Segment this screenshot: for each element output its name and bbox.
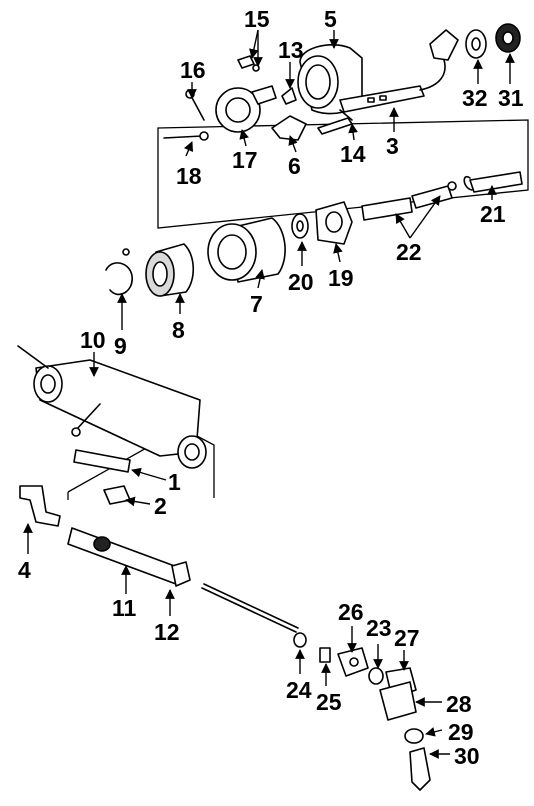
part-13-pin — [281, 87, 297, 105]
callout-17: 17 — [232, 147, 258, 173]
part-3-rod — [339, 59, 446, 113]
upper-assembly-frame — [157, 119, 529, 229]
callout-22: 22 — [396, 239, 422, 265]
callout-21: 21 — [480, 201, 506, 227]
leader-lines — [23, 29, 515, 759]
part-30-yoke — [409, 747, 431, 791]
callout-4: 4 — [18, 557, 31, 583]
callout-27: 27 — [394, 625, 420, 651]
part-32-washer — [465, 29, 487, 59]
part-4-bracket — [19, 485, 61, 527]
part-9-clip — [105, 248, 133, 296]
callout-11: 11 — [112, 595, 137, 621]
part-18-pin — [163, 131, 209, 141]
part-15-screws — [237, 55, 260, 72]
callout-13: 13 — [278, 37, 304, 63]
part-23-ring — [368, 667, 384, 685]
lever-cap — [429, 29, 459, 61]
callout-18: 18 — [176, 163, 202, 189]
part-17-switch — [215, 85, 277, 133]
part-10-column — [17, 345, 201, 457]
part-7-sleeve — [207, 217, 286, 283]
part-6-bracket — [271, 115, 307, 141]
callout-8: 8 — [172, 317, 185, 343]
callout-19: 19 — [328, 265, 354, 291]
part-28-housing — [379, 681, 417, 721]
part-1-strap — [73, 449, 131, 473]
callout-12: 12 — [154, 619, 180, 645]
callout-23: 23 — [366, 615, 392, 641]
callout-28: 28 — [446, 691, 472, 717]
callout-25: 25 — [316, 689, 342, 715]
callout-20: 20 — [288, 269, 314, 295]
part-24-nut — [293, 632, 307, 648]
part-8-ring — [145, 243, 195, 297]
callout-31: 31 — [498, 85, 524, 111]
callout-26: 26 — [338, 599, 364, 625]
callout-30: 30 — [454, 743, 480, 769]
part-20-washer — [291, 213, 309, 239]
part-19-block — [315, 201, 353, 245]
part-31-knob — [495, 23, 521, 53]
callout-15: 15 — [244, 6, 270, 32]
part-25-bolt — [319, 647, 331, 663]
callout-1: 1 — [168, 469, 181, 495]
part-5-housing — [297, 44, 363, 115]
callout-16: 16 — [180, 57, 206, 83]
callout-9: 9 — [114, 333, 127, 359]
callout-6: 6 — [288, 153, 301, 179]
part-26-joint — [337, 647, 369, 677]
callout-24: 24 — [286, 677, 312, 703]
part-2-clip — [103, 485, 131, 505]
callout-29: 29 — [448, 719, 474, 745]
long-shaft — [201, 583, 299, 633]
part-22-shaft — [361, 181, 457, 221]
callout-32: 32 — [462, 85, 488, 111]
part-11-tube — [67, 527, 181, 585]
callout-labels: 15 5 13 16 32 31 14 3 17 6 18 21 22 20 1… — [18, 6, 524, 769]
callout-7: 7 — [250, 291, 263, 317]
part-16-screw — [185, 89, 205, 121]
callout-2: 2 — [154, 493, 167, 519]
part-29-seal — [404, 728, 424, 744]
part-21-yoke — [463, 171, 523, 193]
callout-10: 10 — [80, 327, 106, 353]
callout-3: 3 — [386, 133, 399, 159]
column-ring — [177, 435, 207, 469]
callout-14: 14 — [340, 141, 366, 167]
part-12-flange — [171, 561, 191, 587]
callout-5: 5 — [324, 6, 337, 32]
